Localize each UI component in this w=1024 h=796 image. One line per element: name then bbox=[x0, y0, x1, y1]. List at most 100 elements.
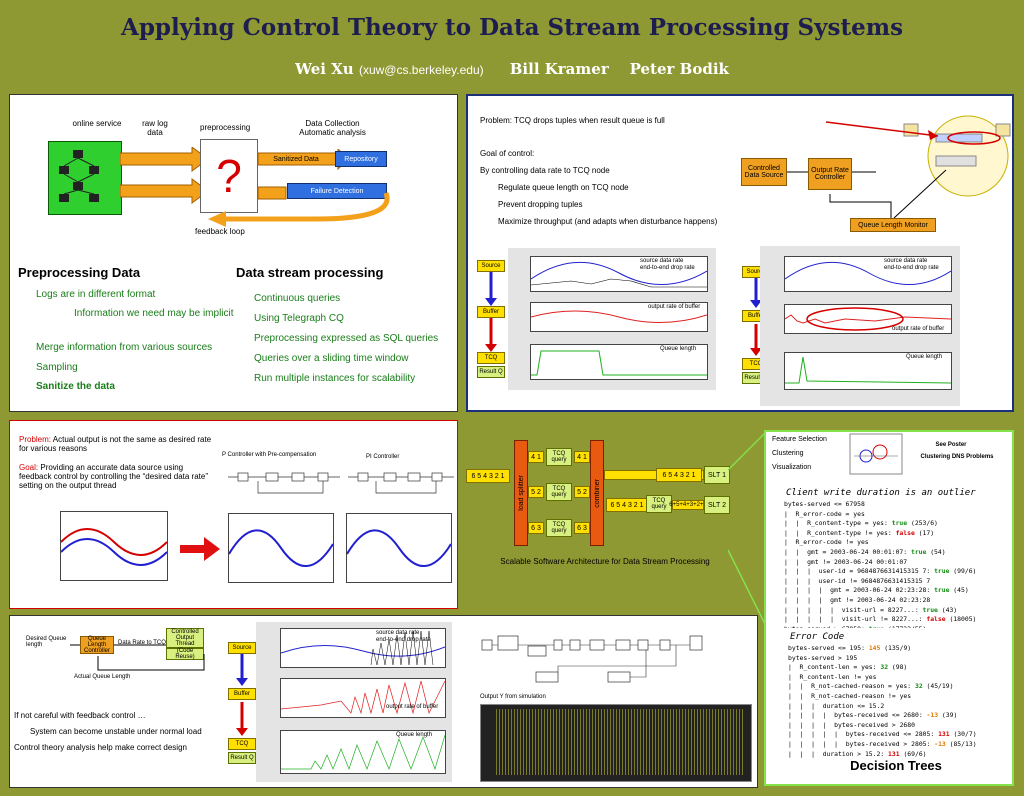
tree2-title: Error Code bbox=[790, 632, 845, 642]
legend-buffer-rate-c: output rate of buffer bbox=[386, 704, 439, 710]
raw-log-label: raw log data bbox=[142, 119, 168, 137]
tree1-lines: bytes-served <= 67958| R_error-code = ye… bbox=[784, 500, 976, 634]
tree-line: | | | duration > 15.2: 131 (69/6) bbox=[788, 749, 927, 758]
failure-detection-box: Failure Detection bbox=[287, 183, 387, 199]
rate-to-tcq: Data Rate to TCQ bbox=[118, 640, 166, 646]
controller-diagram bbox=[787, 115, 1011, 219]
buffer-box-a: Buffer bbox=[477, 306, 505, 318]
architecture-diagram: 6 5 4 3 2 1 load splitter 4 1 TCQ query … bbox=[462, 438, 762, 554]
controlled-output-thread: Controlled Output Thread bbox=[166, 628, 204, 648]
plot-group-a: source data rate end-to-end drop rate ou… bbox=[508, 248, 716, 390]
tree-line: | | R_not-cached-reason != yes bbox=[788, 691, 912, 700]
tree2-lines: bytes-served <= 195: 145 (135/9)bytes-se… bbox=[788, 644, 977, 759]
p-goal-text: Goal: Providing an accurate data source … bbox=[19, 463, 208, 490]
queue-monitor-box: Queue Length Monitor bbox=[850, 218, 936, 232]
architecture-caption: Scalable Software Architecture for Data … bbox=[500, 557, 710, 566]
sanitized-data-label: Sanitized Data bbox=[273, 155, 319, 163]
tree1-title: Client write duration is an outlier bbox=[786, 488, 976, 498]
tree1-box: Client write duration is an outlier byte… bbox=[778, 482, 1008, 633]
tree-line: | | R_content-type = yes: true (253/6) bbox=[784, 519, 938, 528]
tree-line: | | R_not-cached-reason = yes: 32 (45/19… bbox=[788, 682, 954, 691]
repository-box: Repository bbox=[335, 151, 387, 167]
tree-line: | | | | | visit-url = 8227...: true (43) bbox=[784, 605, 958, 614]
output-arrows bbox=[258, 149, 349, 200]
legend-queue-c: Queue length bbox=[396, 732, 433, 738]
tcq-query-2: TCQ query bbox=[546, 483, 572, 501]
preproc-item-1: Logs are in different format bbox=[36, 289, 156, 300]
result-arrow bbox=[180, 537, 220, 561]
tree-line: | R_content-len = yes: 32 (98) bbox=[788, 663, 908, 672]
input-stream: 6 5 4 3 2 1 bbox=[466, 469, 510, 483]
preproc-item-2: Information we need may be implicit bbox=[74, 308, 234, 319]
online-service-label: online service bbox=[72, 119, 122, 128]
simulation-block-diagram bbox=[481, 635, 703, 683]
preprocessing-label: preprocessing bbox=[200, 123, 251, 132]
p-problem-text: Problem: Actual output is not the same a… bbox=[19, 435, 212, 453]
load-splitter-box: load splitter bbox=[514, 440, 528, 546]
legend-buffer-rate-a: output rate of buffer bbox=[648, 304, 701, 310]
unstable-line-2: System can become unstable under normal … bbox=[30, 727, 202, 736]
tree-line: bytes-served <= 67958 bbox=[784, 500, 865, 508]
preproc-item-5: Sanitize the data bbox=[36, 381, 115, 392]
goal-line: Goal of control: bbox=[480, 149, 535, 158]
q2-in: 5 2 bbox=[528, 486, 544, 498]
tree2-box: Error Code bytes-served <= 195: 145 (135… bbox=[782, 628, 1008, 758]
plot-group-b: source data rate end-to-end drop rate ou… bbox=[760, 246, 960, 406]
controller-panel: Problem: Actual output is not the same a… bbox=[9, 420, 458, 609]
see-poster: See Poster bbox=[935, 442, 967, 448]
source-box-a: Source bbox=[477, 260, 505, 272]
tree-line: | | | user-id != 9684876631415315 7 bbox=[784, 576, 931, 585]
tree-line: | | | | gmt = 2003-06-24 02:23:28: true … bbox=[784, 586, 969, 595]
output-stream-1: 6 5 4 3 2 1 bbox=[656, 468, 702, 482]
tree-line: | | | duration <= 15.2 bbox=[788, 701, 885, 710]
problem-line: Problem: TCQ drops tuples when result qu… bbox=[480, 116, 665, 125]
tcq-query-out: TCQ query bbox=[646, 495, 672, 513]
author-bill-kramer: Bill Kramer bbox=[509, 60, 609, 78]
tcq-box-a: TCQ bbox=[477, 352, 505, 364]
q2-out: 5 2 bbox=[574, 486, 590, 498]
tree-line: | R_error-code != yes bbox=[784, 538, 869, 547]
legend-queue-a: Queue length bbox=[660, 346, 697, 352]
feature-selection: Feature Selection bbox=[772, 436, 827, 443]
pi-controller-title: PI Controller bbox=[366, 454, 400, 460]
load-splitter-label: load splitter bbox=[517, 475, 525, 511]
q1-in: 4 1 bbox=[528, 451, 544, 463]
flow-arrows-b bbox=[750, 278, 762, 356]
simulation-output-plot bbox=[480, 704, 752, 782]
legend-drop-rate-a: end-to-end drop rate bbox=[640, 265, 695, 271]
tree-line: | R_error-code = yes bbox=[784, 509, 865, 518]
combiner-box: combiner bbox=[590, 440, 604, 546]
stability-panel: Desired Queue length Queue Length Contro… bbox=[9, 615, 758, 788]
tree-line: | | | | gmt != 2003-06-24 02:23:28 bbox=[784, 595, 931, 604]
p-controller-title: P Controller with Pre-compensation bbox=[222, 452, 317, 458]
clustering-dns: Clustering DNS Problems bbox=[920, 454, 994, 460]
goal-item-1: Regulate queue length on TCQ node bbox=[498, 183, 629, 192]
output-stream-2: 6 5 4 3 2 1 bbox=[606, 498, 648, 512]
controlled-source-box: Controlled Data Source bbox=[741, 158, 787, 186]
author-peter-bodik: Peter Bodik bbox=[629, 60, 729, 78]
tcq-query-3: TCQ query bbox=[546, 519, 572, 537]
tree-line: | R_content-len != yes bbox=[788, 672, 877, 681]
simulation-label: Output Y from simulation bbox=[480, 694, 546, 700]
control-line: By controlling data rate to TCQ node bbox=[480, 166, 610, 175]
legend-buffer-rate-b: output rate of buffer bbox=[892, 326, 945, 332]
unstable-line-3: Control theory analysis help make correc… bbox=[14, 743, 187, 752]
intro-panel: online service raw log data preprocessin… bbox=[9, 94, 458, 412]
legend-queue-b: Queue length bbox=[906, 354, 943, 360]
tree-line: bytes-served > 195 bbox=[788, 653, 858, 662]
tree-line: | | gmt = 2003-06-24 00:01:07: true (54) bbox=[784, 547, 946, 556]
visualization: Visualization bbox=[772, 464, 812, 471]
stream-item-3: Preprocessing expressed as SQL queries bbox=[254, 333, 439, 344]
unstable-line-1: If not careful with feedback control … bbox=[14, 711, 146, 720]
clustering: Clustering bbox=[772, 450, 804, 457]
tcq-box-c: TCQ bbox=[228, 738, 256, 750]
data-collection-label: Data Collection Automatic analysis bbox=[299, 119, 366, 137]
result-q-box-a: Result Q bbox=[477, 366, 505, 378]
feedback-loop-arrow bbox=[208, 192, 390, 227]
feedback-loop-label: feedback loop bbox=[195, 227, 245, 236]
tree-line: | | | | bytes-received > 2680 bbox=[788, 720, 915, 729]
connector-lines bbox=[728, 431, 767, 627]
online-service-box bbox=[48, 141, 122, 215]
p-main-plot bbox=[60, 511, 168, 581]
aggregate-stream: 6+5+4+3+2+1 bbox=[669, 500, 707, 510]
